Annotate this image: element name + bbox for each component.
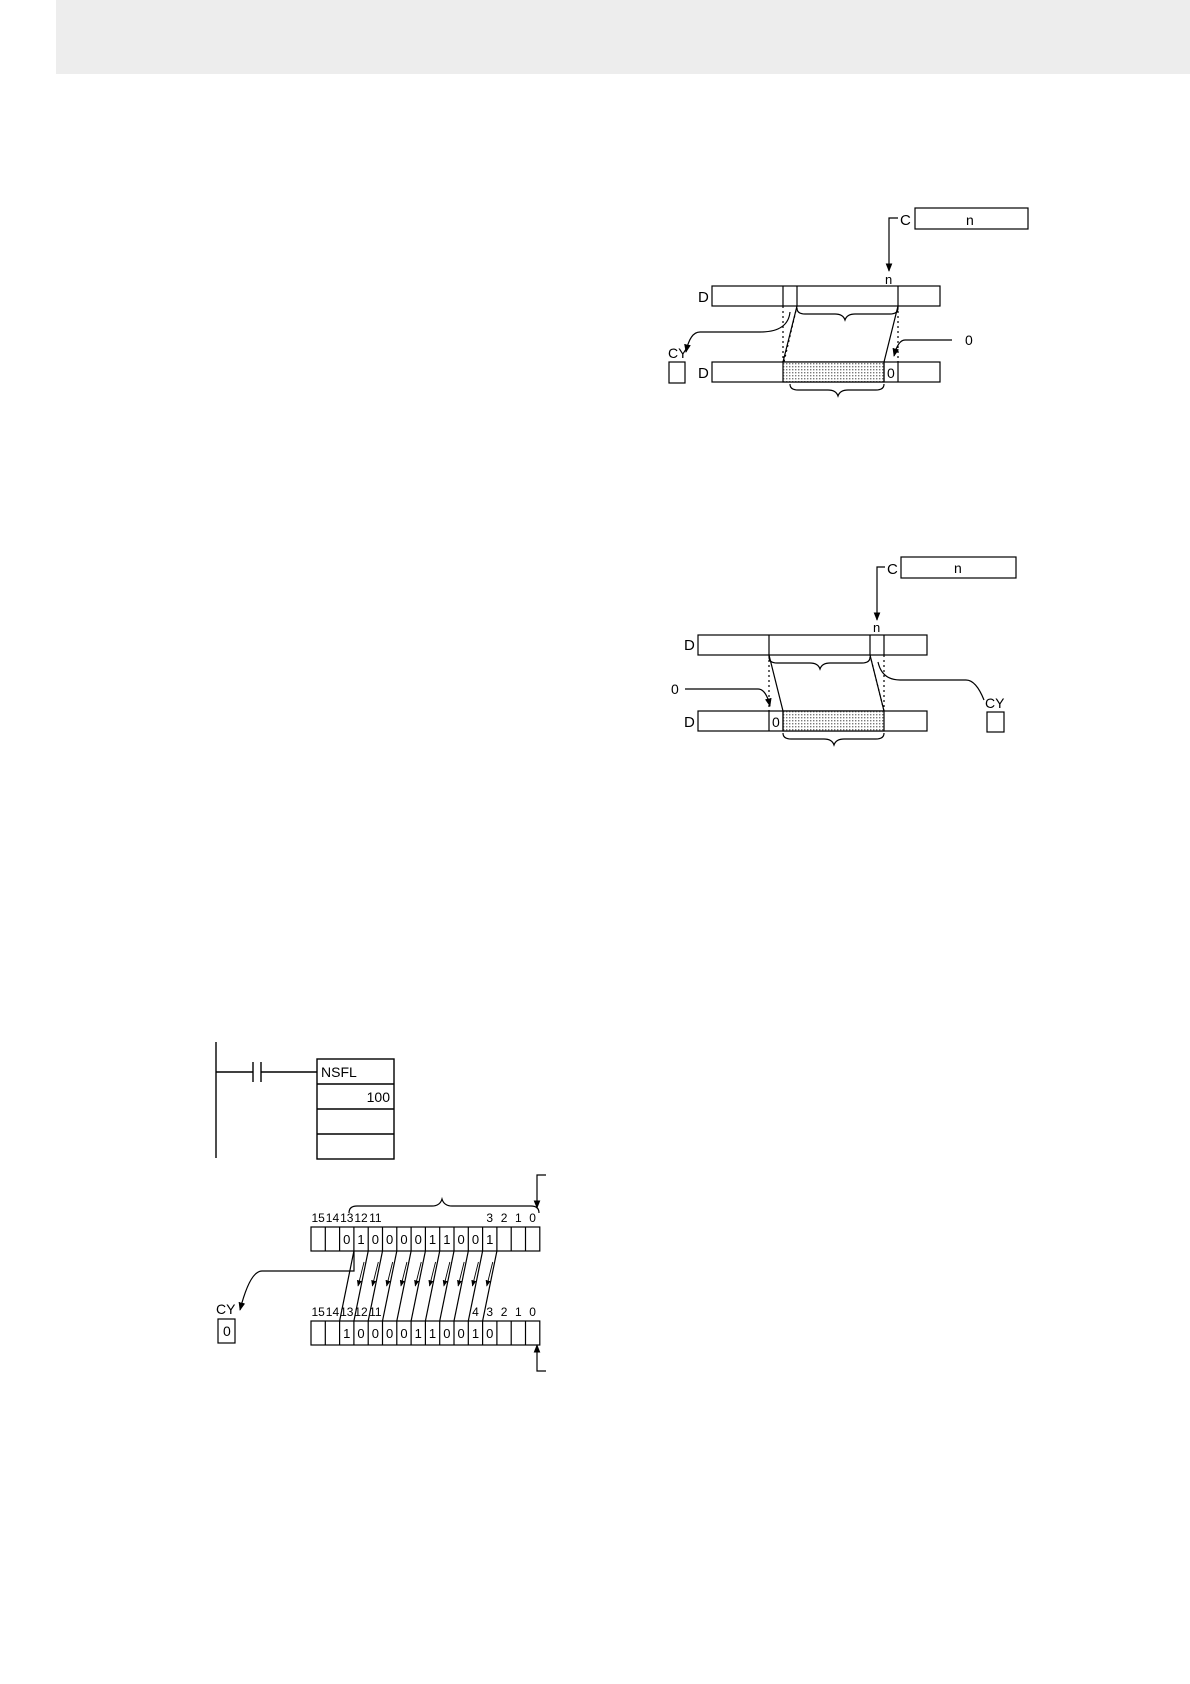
c-pointer-arrow [889, 218, 898, 271]
before-bit-4: 0 [472, 1232, 479, 1247]
shifted-range-shading [783, 711, 884, 731]
end-pointer-arrow [537, 1345, 546, 1371]
cy-label-example: CY [216, 1301, 236, 1317]
instruction-mnemonic: NSFL [321, 1064, 357, 1080]
after-bit-10: 0 [386, 1326, 393, 1341]
n-value-text: n [966, 212, 974, 228]
carry-out-path [686, 312, 790, 352]
bit-number-label: 2 [501, 1211, 508, 1225]
c-operand-label: C [900, 212, 911, 229]
before-bit-6: 1 [443, 1232, 450, 1247]
shifted-range-shading [783, 362, 884, 382]
bit-number-label: 15 [311, 1305, 325, 1319]
cy-label-2: CY [985, 695, 1005, 711]
bit-number-label: 4 [472, 1305, 479, 1319]
range-brace-top [769, 657, 870, 669]
zero-in-label: 0 [965, 332, 973, 348]
after-bit-12: 0 [357, 1326, 364, 1341]
d-label-top: D [684, 637, 695, 654]
zero-in-path [685, 689, 770, 706]
cy-label-1: CY [668, 345, 688, 361]
d-label-bottom: D [698, 365, 709, 382]
cy-box-2 [987, 712, 1004, 732]
before-bit-11: 0 [372, 1232, 379, 1247]
zero-cell-text: 0 [887, 365, 895, 381]
operand-1-value: 100 [367, 1089, 391, 1105]
shift-diagram-2: C n n D 0 CY D 0 [671, 557, 1016, 745]
d-label-bottom: D [684, 714, 695, 731]
cy-box-1 [669, 362, 685, 383]
bit-number-label: 12 [354, 1305, 368, 1319]
after-bit-11: 0 [372, 1326, 379, 1341]
before-bit-5: 0 [458, 1232, 465, 1247]
bit-number-label: 0 [529, 1305, 536, 1319]
shift-diagram-1: C n n D CY 0 D 0 [668, 208, 1028, 396]
before-bit-12: 1 [357, 1232, 364, 1247]
bit-number-label: 14 [326, 1305, 340, 1319]
zero-in-label: 0 [671, 681, 679, 697]
cy-value-example: 0 [223, 1323, 231, 1339]
range-brace-bottom [790, 384, 884, 396]
bit-number-label: 3 [486, 1211, 493, 1225]
after-bit-7: 1 [429, 1326, 436, 1341]
carry-out-path [878, 662, 984, 700]
d-label-top: D [698, 289, 709, 306]
before-bit-3: 1 [486, 1232, 493, 1247]
bit-number-label: 12 [354, 1211, 368, 1225]
d-word-top [698, 635, 927, 655]
bit-number-label: 14 [326, 1211, 340, 1225]
bit-number-label: 2 [501, 1305, 508, 1319]
before-bit-9: 0 [400, 1232, 407, 1247]
bit-number-label: 15 [311, 1211, 325, 1225]
before-bit-10: 0 [386, 1232, 393, 1247]
c-pointer-arrow [877, 567, 885, 620]
zero-in-path [894, 340, 952, 356]
after-bit-13: 1 [343, 1326, 350, 1341]
after-bit-6: 0 [443, 1326, 450, 1341]
n-position-label: n [885, 272, 892, 287]
d-word-top [712, 286, 940, 306]
start-pointer-arrow [537, 1175, 546, 1208]
after-bit-5: 0 [458, 1326, 465, 1341]
bit-number-label: 11 [369, 1211, 382, 1225]
after-bit-8: 1 [415, 1326, 422, 1341]
before-bit-8: 0 [415, 1232, 422, 1247]
c-operand-label: C [887, 561, 898, 578]
bit-number-label: 0 [529, 1211, 536, 1225]
bit-number-label: 13 [340, 1305, 354, 1319]
n-value-text: n [954, 560, 962, 576]
after-bit-9: 0 [400, 1326, 407, 1341]
range-brace-top [797, 308, 898, 320]
after-bit-4: 1 [472, 1326, 479, 1341]
n-position-label: n [873, 620, 880, 635]
bit-number-label: 3 [486, 1305, 493, 1319]
before-bit-7: 1 [429, 1232, 436, 1247]
ladder-rung: NSFL 100 [216, 1042, 394, 1159]
carry-out-path-example [240, 1251, 354, 1310]
zero-cell-text: 0 [772, 714, 780, 730]
before-bit-13: 0 [343, 1232, 350, 1247]
range-brace-bottom [783, 733, 884, 745]
bit-number-label: 1 [515, 1211, 522, 1225]
bit-number-label: 11 [369, 1305, 382, 1319]
bit-number-label: 1 [515, 1305, 522, 1319]
after-bit-3: 0 [486, 1326, 493, 1341]
bit-number-label: 13 [340, 1211, 354, 1225]
